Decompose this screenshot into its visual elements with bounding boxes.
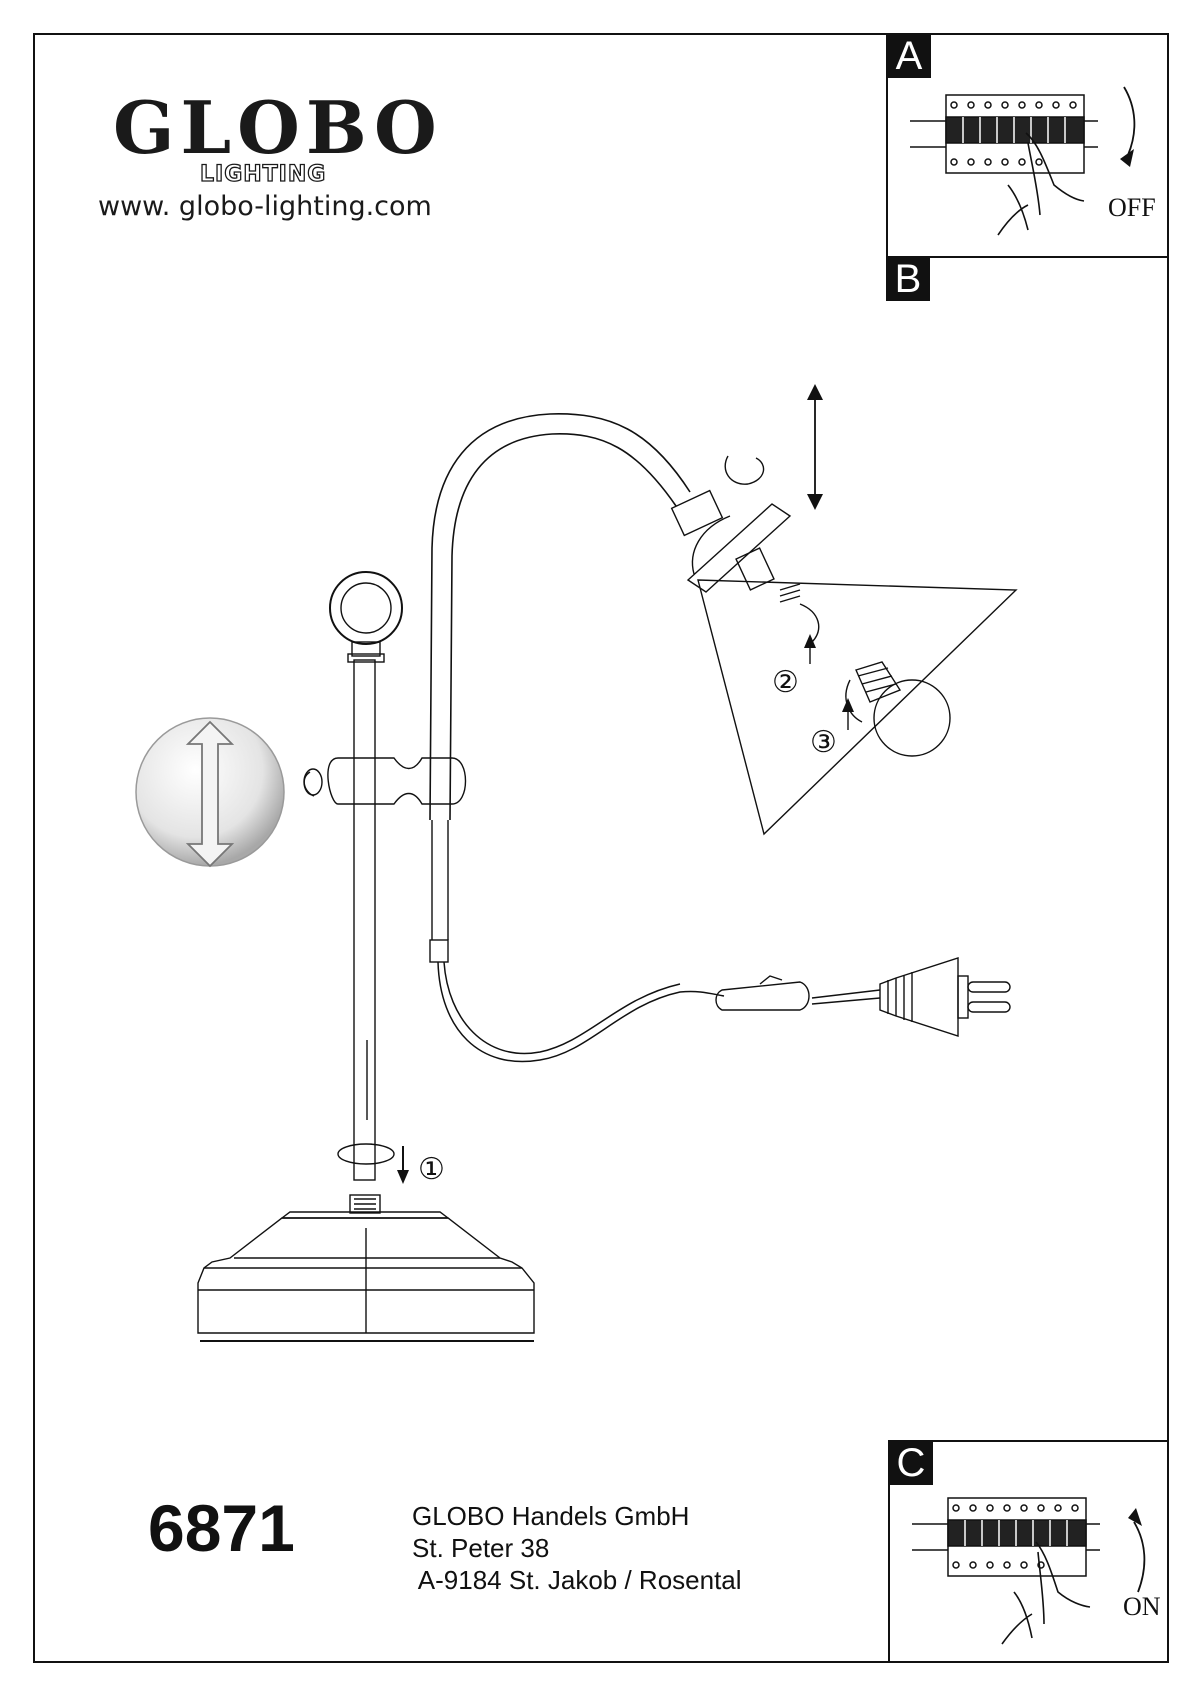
power-plug bbox=[879, 957, 959, 1037]
lamp-post bbox=[353, 659, 376, 1181]
double-arrow-icon bbox=[185, 720, 235, 868]
panel-c: C ON bbox=[888, 1440, 1169, 1663]
height-adjust-indicator bbox=[135, 717, 285, 868]
panel-a: A OFF bbox=[886, 33, 1169, 258]
panel-c-state: ON bbox=[1123, 1592, 1161, 1621]
brand-website: www. globo-lighting.com bbox=[98, 191, 432, 222]
lamp-arm bbox=[429, 413, 691, 821]
brand-sub: LIGHTING bbox=[199, 162, 327, 187]
step-1-number: ① bbox=[418, 1152, 445, 1187]
fuse-box-icon bbox=[910, 86, 1136, 236]
fuse-box-icon bbox=[912, 1497, 1146, 1645]
brand-name: GLOBO bbox=[113, 85, 443, 170]
company-address: GLOBO Handels GmbH St. Peter 38 A-9184 S… bbox=[412, 1500, 742, 1596]
company-street: St. Peter 38 bbox=[412, 1533, 550, 1563]
company-city: A-9184 St. Jakob / Rosental bbox=[412, 1565, 742, 1595]
step-3-number: ③ bbox=[810, 725, 837, 760]
panel-c-letter: C bbox=[889, 1441, 933, 1485]
product-number: 6871 bbox=[148, 1491, 295, 1565]
panel-a-letter: A bbox=[887, 34, 931, 78]
panel-a-state: OFF bbox=[1108, 193, 1156, 222]
light-bulb bbox=[873, 679, 951, 757]
power-cord bbox=[437, 961, 725, 1063]
lamp-shade bbox=[697, 579, 1018, 836]
lamp-clamp bbox=[327, 757, 467, 805]
rotate-arrow-icon bbox=[1133, 1521, 1146, 1593]
hand-icon bbox=[997, 132, 1085, 236]
step-2-number: ② bbox=[772, 665, 799, 700]
panel-b-letter: B bbox=[886, 257, 930, 301]
company-name: GLOBO Handels GmbH bbox=[412, 1501, 690, 1531]
rotate-arrow-icon bbox=[1123, 86, 1136, 156]
cord-switch bbox=[715, 981, 810, 1011]
hand-icon bbox=[1001, 1541, 1091, 1645]
page-frame bbox=[33, 33, 1169, 1663]
